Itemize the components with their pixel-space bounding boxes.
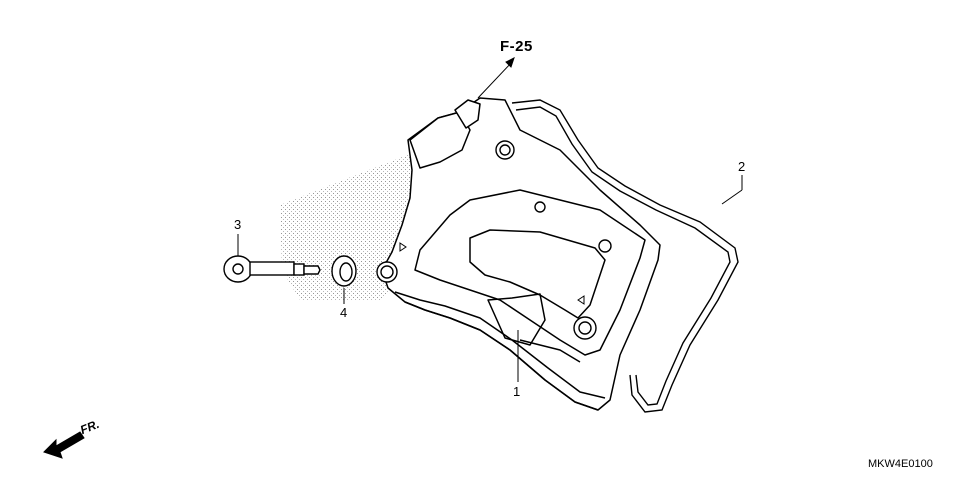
reference-label: F-25 xyxy=(500,38,533,55)
cylinder-head-cover xyxy=(381,97,661,411)
reference-arrow xyxy=(477,57,515,99)
leader-lines xyxy=(237,175,743,382)
part-number-2: 2 xyxy=(738,159,746,174)
orientation-marks xyxy=(399,242,585,305)
front-arrow-icon xyxy=(43,431,85,459)
part-number-1: 1 xyxy=(513,384,521,399)
part-number-4: 4 xyxy=(340,305,348,320)
part-number-3: 3 xyxy=(234,217,242,232)
figure-code: MKW4E0100 xyxy=(868,458,933,470)
bolt-part-3 xyxy=(223,255,321,283)
seal-washer-part-4 xyxy=(331,255,357,287)
cover-bosses xyxy=(376,140,612,340)
head-cover-gasket xyxy=(511,99,739,413)
